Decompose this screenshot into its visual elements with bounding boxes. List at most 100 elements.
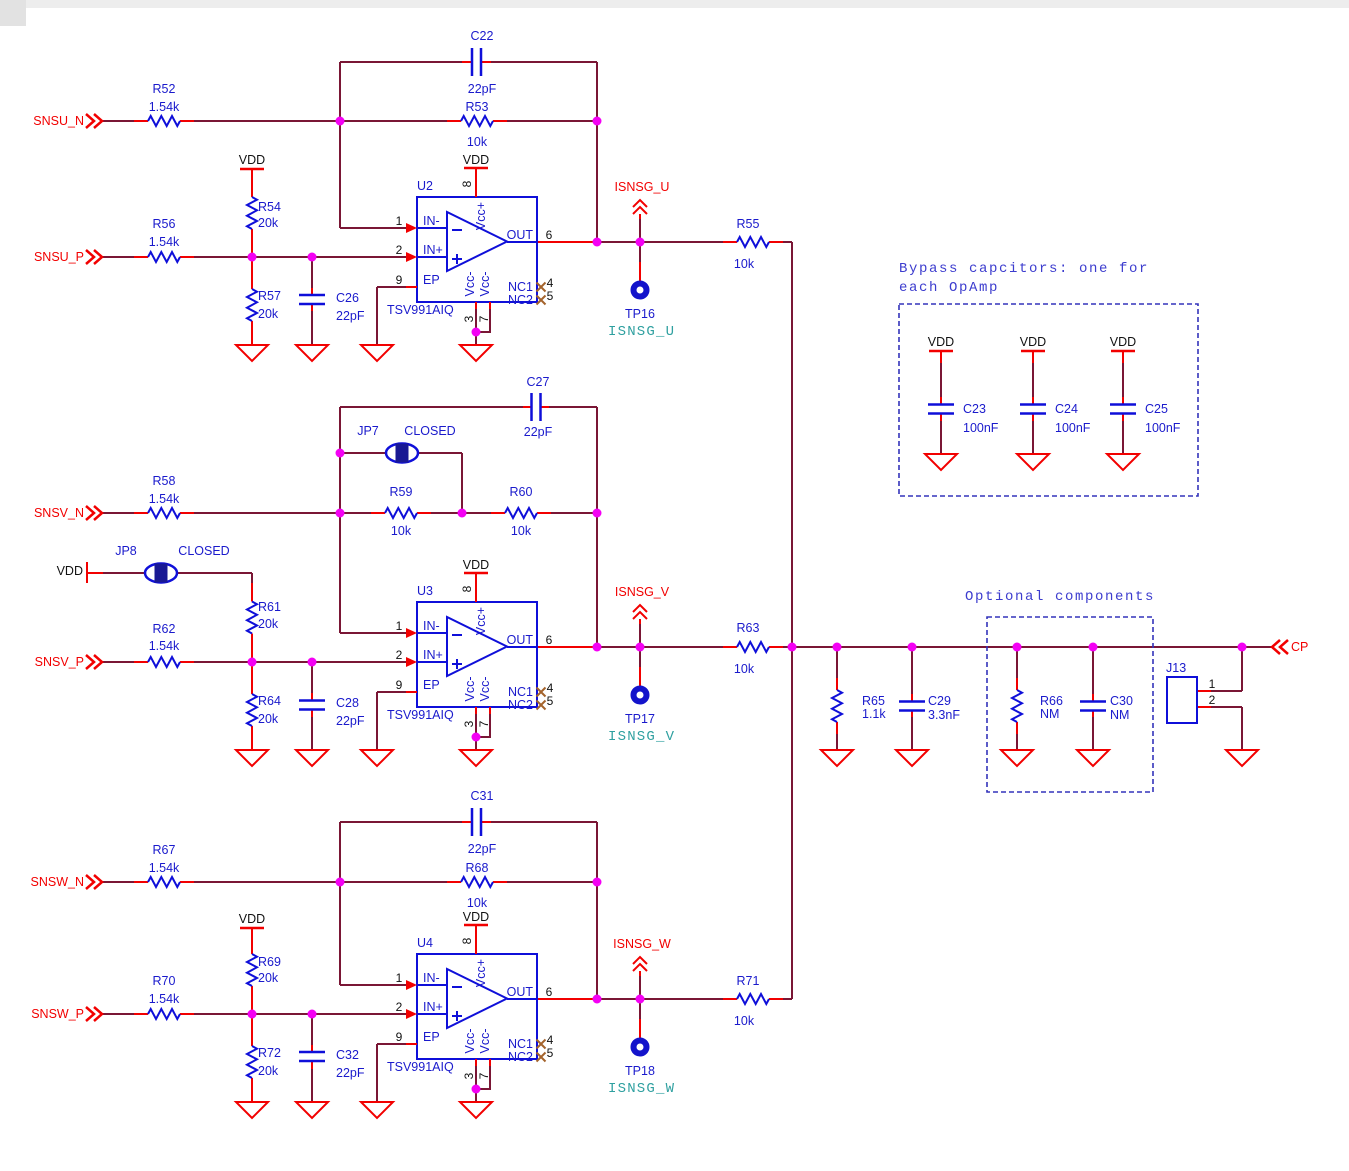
pin-name: Vcc- bbox=[478, 1029, 492, 1054]
pin-number: 8 bbox=[460, 180, 474, 187]
pin-name: Vcc+ bbox=[474, 607, 488, 635]
resistor-r56[interactable] bbox=[147, 251, 181, 263]
resistor-r71[interactable] bbox=[736, 993, 770, 1005]
port-snsw-n[interactable] bbox=[84, 873, 104, 891]
pin-name: NC1 bbox=[508, 280, 533, 294]
jumper-jp7[interactable] bbox=[384, 442, 420, 464]
value: 20k bbox=[258, 307, 279, 321]
resistor-r62[interactable] bbox=[147, 656, 181, 668]
ref-des: R68 bbox=[466, 861, 489, 875]
pin-name: IN+ bbox=[423, 1000, 443, 1014]
resistor-r57[interactable] bbox=[246, 288, 258, 322]
capacitor-c32[interactable] bbox=[297, 1050, 327, 1063]
testpoint-tp16[interactable] bbox=[634, 284, 647, 297]
pin-number: 5 bbox=[547, 289, 554, 303]
port-snsu-p[interactable] bbox=[84, 248, 104, 266]
value: 10k bbox=[467, 135, 488, 149]
pin-name: EP bbox=[423, 678, 440, 692]
resistor-r63[interactable] bbox=[736, 641, 770, 653]
resistor-r68[interactable] bbox=[460, 876, 494, 888]
resistor-r52[interactable] bbox=[147, 115, 181, 127]
value: 1.54k bbox=[149, 639, 180, 653]
port-snsw-p[interactable] bbox=[84, 1005, 104, 1023]
flag-isnsg-w[interactable] bbox=[632, 956, 648, 977]
pin-stubs-stage-w bbox=[134, 821, 783, 1102]
flag-isnsg-u[interactable] bbox=[632, 199, 648, 220]
capacitor-c23[interactable] bbox=[926, 403, 956, 415]
pin-name: OUT bbox=[507, 985, 534, 999]
pin-name: NC2 bbox=[508, 698, 533, 712]
pin-name: NC1 bbox=[508, 1037, 533, 1051]
capacitor-c31[interactable] bbox=[470, 806, 483, 838]
resistor-r64[interactable] bbox=[246, 693, 258, 727]
resistor-r67[interactable] bbox=[147, 876, 181, 888]
testpoint-tp18[interactable] bbox=[634, 1041, 647, 1054]
optional-components-box bbox=[986, 616, 1154, 793]
ref-des: R58 bbox=[153, 474, 176, 488]
junction-dot bbox=[1088, 642, 1098, 652]
ground-symbol bbox=[1106, 453, 1140, 471]
vdd-label: VDD bbox=[239, 912, 265, 926]
value: 22pF bbox=[468, 82, 497, 96]
junction-dot bbox=[1012, 642, 1022, 652]
value: 1.54k bbox=[149, 100, 180, 114]
ground-symbol bbox=[895, 749, 929, 767]
capacitor-c27[interactable] bbox=[530, 391, 542, 423]
pin-number: 3 bbox=[462, 315, 476, 322]
resistor-r54[interactable] bbox=[246, 196, 258, 230]
optional-title: Optional components bbox=[965, 589, 1155, 605]
testpoint-ref: TP18 bbox=[625, 1064, 655, 1078]
pin-name: IN- bbox=[423, 619, 440, 633]
ref-des: JP8 bbox=[115, 544, 137, 558]
port-snsv-n[interactable] bbox=[84, 504, 104, 522]
capacitor-c29[interactable] bbox=[897, 700, 927, 712]
value: 1.54k bbox=[149, 492, 180, 506]
resistor-r70[interactable] bbox=[147, 1008, 181, 1020]
testpoint-ref: TP16 bbox=[625, 307, 655, 321]
testpoint-net: ISNSG_W bbox=[608, 1081, 675, 1097]
opamp-u4[interactable] bbox=[406, 925, 546, 1118]
resistor-r66[interactable] bbox=[1011, 689, 1023, 723]
junction-dot bbox=[247, 252, 257, 262]
port-cp[interactable] bbox=[1270, 638, 1290, 656]
ref-des: R53 bbox=[466, 100, 489, 114]
flag-isnsg-v[interactable] bbox=[632, 604, 648, 625]
vdd-label: VDD bbox=[1020, 335, 1046, 349]
resistor-r53[interactable] bbox=[460, 115, 494, 127]
resistor-r65[interactable] bbox=[831, 689, 843, 723]
resistor-r69[interactable] bbox=[246, 953, 258, 987]
value: 1.54k bbox=[149, 861, 180, 875]
junction-dot bbox=[592, 642, 602, 652]
port-snsv-p[interactable] bbox=[84, 653, 104, 671]
resistor-r58[interactable] bbox=[147, 507, 181, 519]
capacitor-c24[interactable] bbox=[1018, 403, 1048, 415]
value: 10k bbox=[391, 524, 412, 538]
stage-u: SNSU_N SNSU_P R52 1.54k R53 10k C22 22pF… bbox=[33, 29, 792, 362]
resistor-r59[interactable] bbox=[384, 507, 418, 519]
testpoint-ref: TP17 bbox=[625, 712, 655, 726]
resistor-r72[interactable] bbox=[246, 1045, 258, 1079]
resistor-r60[interactable] bbox=[504, 507, 538, 519]
vdd-label: VDD bbox=[57, 564, 83, 578]
ref-des: J13 bbox=[1166, 661, 1186, 675]
capacitor-c25[interactable] bbox=[1108, 403, 1138, 415]
net-label: SNSV_P bbox=[35, 655, 84, 669]
bypass-caps: Bypass capcitors: one for each OpAmp VDD… bbox=[898, 261, 1199, 497]
jumper-jp8[interactable] bbox=[143, 562, 179, 584]
bypass-title-line1: Bypass capcitors: one for bbox=[899, 261, 1149, 277]
connector-j13[interactable] bbox=[1166, 676, 1198, 724]
capacitor-c28[interactable] bbox=[297, 699, 327, 711]
capacitor-c26[interactable] bbox=[297, 293, 327, 306]
port-snsu-n[interactable] bbox=[84, 112, 104, 130]
opamp-u2[interactable] bbox=[406, 168, 546, 361]
ref-des: C31 bbox=[471, 789, 494, 803]
vdd-label: VDD bbox=[463, 910, 489, 924]
testpoint-tp17[interactable] bbox=[634, 689, 647, 702]
opamp-u3[interactable] bbox=[406, 573, 546, 766]
resistor-r55[interactable] bbox=[736, 236, 770, 248]
capacitor-c22[interactable] bbox=[470, 46, 483, 78]
capacitor-c30[interactable] bbox=[1078, 700, 1108, 712]
resistor-r61[interactable] bbox=[246, 600, 258, 635]
junction-dot bbox=[335, 116, 345, 126]
pin-name: NC2 bbox=[508, 293, 533, 307]
